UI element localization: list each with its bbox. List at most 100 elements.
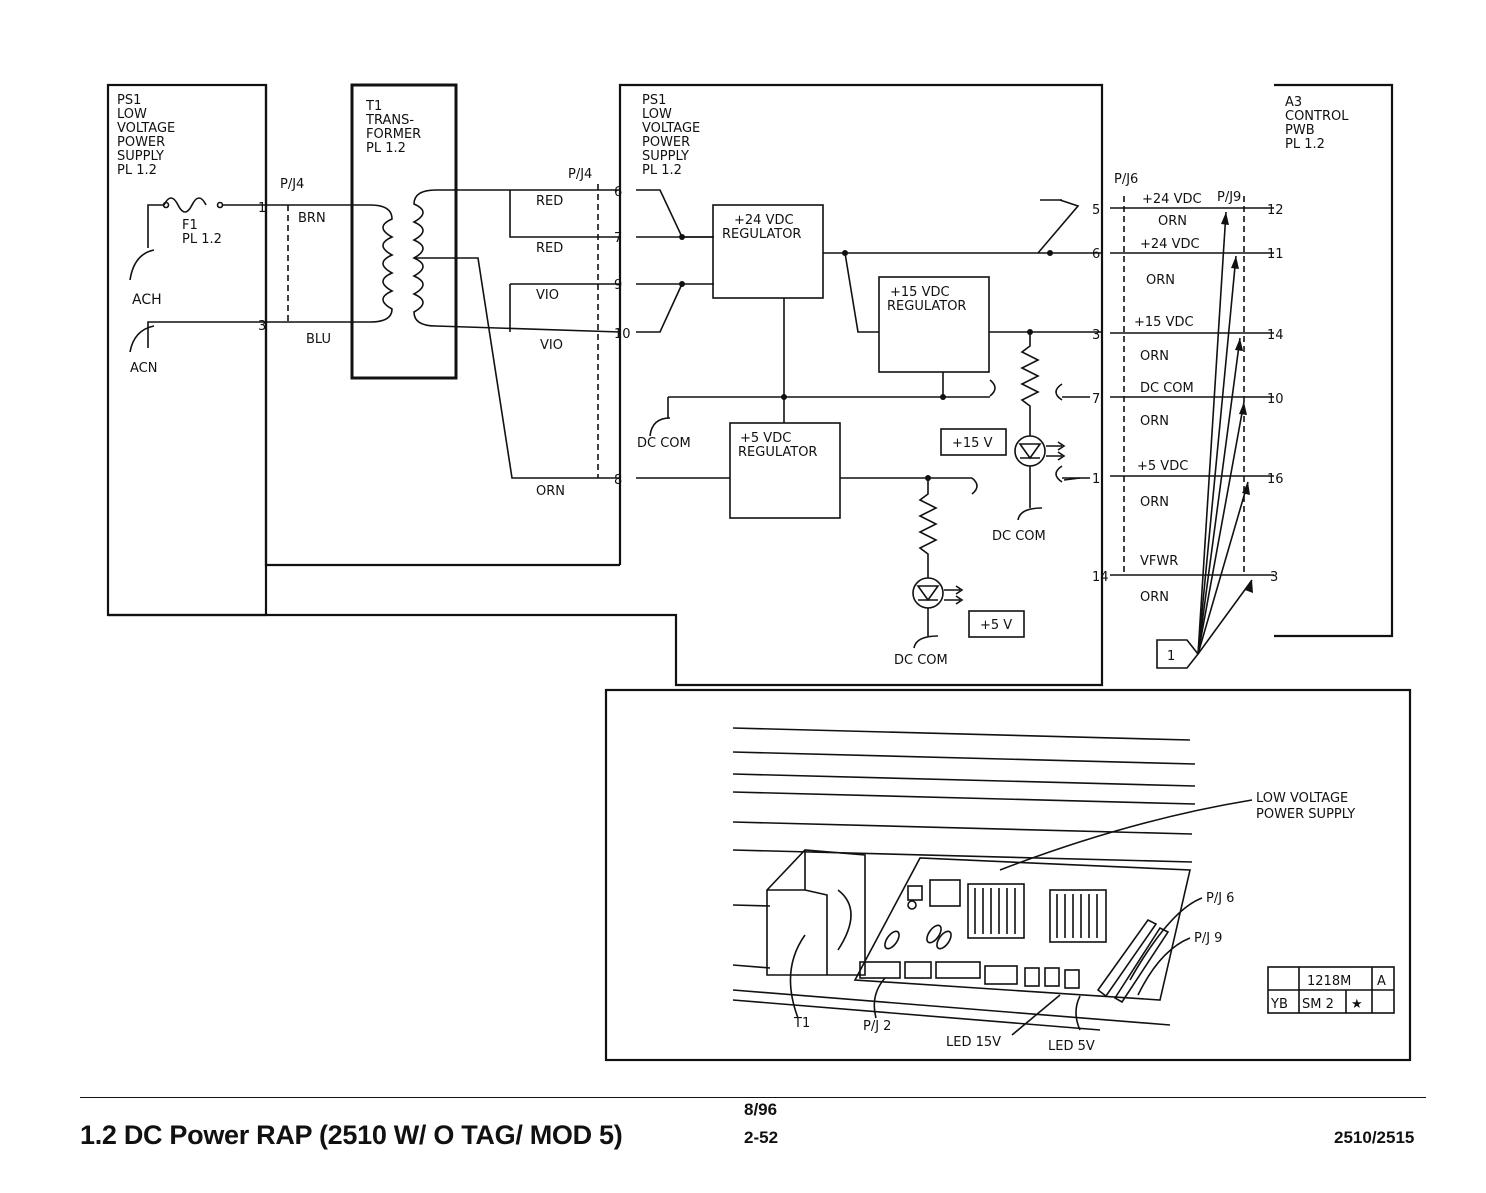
svg-text:VOLTAGE: VOLTAGE xyxy=(642,121,700,136)
pj4-left-pin-3: 3 xyxy=(258,319,266,334)
pj6-pin-1: 1 xyxy=(1092,472,1100,487)
pj4-pin-8: 8 xyxy=(614,473,622,488)
svg-text:VFWR: VFWR xyxy=(1140,554,1178,569)
pj6-pin-5: 5 xyxy=(1092,203,1100,218)
blu-label: BLU xyxy=(306,332,331,347)
svg-text:ORN: ORN xyxy=(1158,214,1187,229)
ach-wire xyxy=(147,204,164,248)
fuse-icon xyxy=(163,197,207,213)
led-15v-label: +15 V xyxy=(952,436,993,451)
pj4-pin-6: 6 xyxy=(614,185,622,200)
red-2-label: RED xyxy=(536,241,563,256)
t1-title: T1 TRANS- FORMER PL 1.2 xyxy=(365,99,421,156)
svg-text:PS1: PS1 xyxy=(117,93,141,108)
led-5v-icon xyxy=(912,577,944,609)
ach-ground-icon xyxy=(129,249,155,281)
ach-label: ACH xyxy=(132,292,162,308)
illus-lvps-1: LOW VOLTAGE xyxy=(1256,791,1348,806)
pj9-pin-3: 3 xyxy=(1270,570,1278,585)
svg-text:PWB: PWB xyxy=(1285,123,1315,138)
resistor-15v xyxy=(1020,332,1040,436)
orn-center-tap xyxy=(414,257,620,479)
pj6-label: P/J6 xyxy=(1114,172,1138,187)
pj4-left-label: P/J4 xyxy=(280,177,304,192)
ps1-main-outline xyxy=(108,83,1104,687)
page-title: 1.2 DC Power RAP (2510 W/ O TAG/ MOD 5) xyxy=(80,1120,623,1150)
reg15-sub: REGULATOR xyxy=(887,299,966,314)
pj6-pin-3: 3 xyxy=(1092,328,1100,343)
pj4-pin-10: 10 xyxy=(614,327,631,342)
svg-text:SUPPLY: SUPPLY xyxy=(117,149,164,164)
power-schematic: PS1 LOW VOLTAGE POWER SUPPLY PL 1.2 T1 T… xyxy=(106,83,1412,1062)
svg-text:A: A xyxy=(1377,974,1386,989)
red-1-label: RED xyxy=(536,194,563,209)
callout-1-label: 1 xyxy=(1167,649,1175,664)
reg15-box xyxy=(878,276,990,373)
svg-text:ORN: ORN xyxy=(1140,349,1169,364)
pj6-pin-7: 7 xyxy=(1092,392,1100,407)
illus-lvps-2: POWER SUPPLY xyxy=(1256,807,1355,822)
vio-2-label: VIO xyxy=(540,338,563,353)
orn-label: ORN xyxy=(536,484,565,499)
pcb-illustration xyxy=(732,727,1196,1031)
svg-text:ORN: ORN xyxy=(1140,590,1169,605)
pj9-connector xyxy=(1113,926,1170,1004)
acn-wire xyxy=(147,321,266,348)
reg24-title: +24 VDC xyxy=(734,213,794,228)
location-illustration-frame xyxy=(604,688,1412,1062)
svg-text:ORN: ORN xyxy=(1140,414,1169,429)
svg-text:POWER: POWER xyxy=(117,135,165,150)
svg-text:POWER: POWER xyxy=(642,135,690,150)
svg-text:A3: A3 xyxy=(1285,95,1302,110)
svg-text:FORMER: FORMER xyxy=(366,127,421,142)
page-model: 2510/2515 xyxy=(1334,1128,1415,1147)
footer-rule xyxy=(80,1097,1426,1098)
primary-winding xyxy=(266,204,394,323)
svg-text:ORN: ORN xyxy=(1146,273,1175,288)
pj2-connector xyxy=(859,961,901,979)
reg24-box xyxy=(712,204,824,299)
pj9-pin-10: 10 xyxy=(1267,392,1284,407)
pj9-label: P/J9 xyxy=(1217,190,1241,205)
svg-text:PL 1.2: PL 1.2 xyxy=(117,163,157,178)
pj9-pin-11: 11 xyxy=(1267,247,1284,262)
fuse-pl: PL 1.2 xyxy=(182,232,222,247)
acn-ground-icon xyxy=(129,325,155,353)
svg-text:SUPPLY: SUPPLY xyxy=(642,149,689,164)
illus-pj2: P/J 2 xyxy=(863,1019,891,1034)
callout-1-tag xyxy=(1156,639,1200,669)
svg-text:LOW: LOW xyxy=(642,107,672,122)
pj6-pin-6: 6 xyxy=(1092,247,1100,262)
svg-text:T1: T1 xyxy=(365,99,382,114)
pj9-pin-14: 14 xyxy=(1267,328,1284,343)
pj4-pin-7: 7 xyxy=(614,231,622,246)
svg-text:+5 VDC: +5 VDC xyxy=(1137,459,1188,474)
svg-text:1218M: 1218M xyxy=(1307,974,1351,989)
pcb-board xyxy=(853,857,1191,1001)
dccom-label-1: DC COM xyxy=(637,436,691,451)
a3-title: A3 CONTROL PWB PL 1.2 xyxy=(1285,95,1349,152)
svg-text:TRANS-: TRANS- xyxy=(365,113,414,128)
lvps-leader xyxy=(999,799,1253,871)
a3-box xyxy=(1274,83,1394,638)
svg-text:PL 1.2: PL 1.2 xyxy=(642,163,682,178)
svg-text:LOW: LOW xyxy=(117,107,147,122)
resistor-5v xyxy=(918,478,938,578)
pj4-left-pin-1: 1 xyxy=(258,201,266,216)
reg24-sub: REGULATOR xyxy=(722,227,801,242)
callout-arrows xyxy=(1197,211,1253,655)
heatsink-2 xyxy=(1049,889,1107,943)
heatsink-1 xyxy=(967,883,1025,939)
svg-text:CONTROL: CONTROL xyxy=(1285,109,1349,124)
dccom-label-2: DC COM xyxy=(992,529,1046,544)
reg5-box xyxy=(729,422,841,519)
ps1-left-title: PS1 LOW VOLTAGE POWER SUPPLY PL 1.2 xyxy=(117,93,175,178)
led-15v-icon xyxy=(1014,435,1046,467)
dccom-ground-icon-3 xyxy=(913,635,939,649)
fuse-label: F1 xyxy=(182,218,198,233)
reg5-title: +5 VDC xyxy=(740,431,791,446)
pj6-pin-14: 14 xyxy=(1092,570,1109,585)
svg-text:YB: YB xyxy=(1270,997,1288,1012)
secondary-winding xyxy=(412,189,621,333)
svg-text:★: ★ xyxy=(1351,997,1363,1012)
